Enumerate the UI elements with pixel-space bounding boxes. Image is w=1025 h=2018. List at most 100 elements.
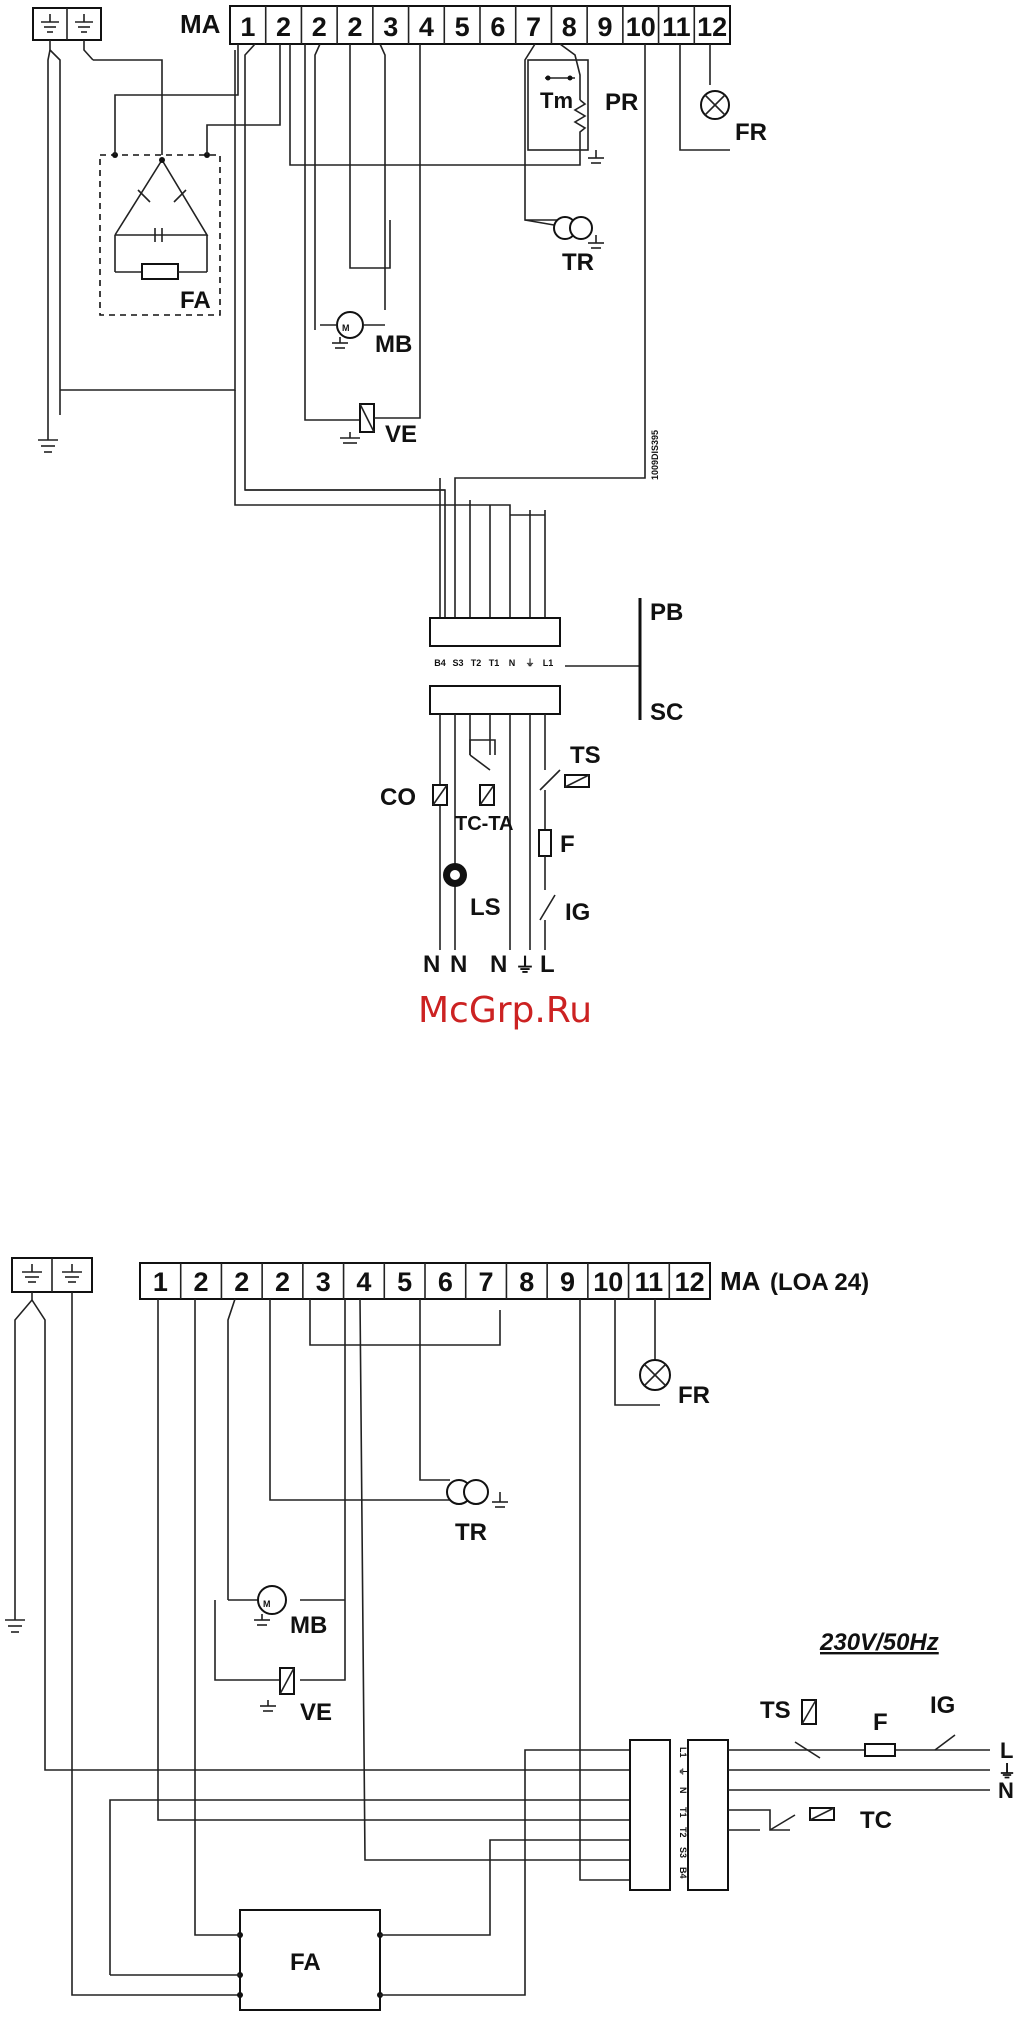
terminal-number: 6 bbox=[490, 12, 505, 42]
model-label: (LOA 24) bbox=[770, 1269, 869, 1296]
pb-label: PB bbox=[650, 599, 683, 626]
terminal-number: 10 bbox=[626, 12, 656, 42]
co-label: CO bbox=[380, 784, 416, 811]
main-switch-ig: IG bbox=[930, 1692, 955, 1750]
fa-label: FA bbox=[180, 287, 211, 314]
ground-icon bbox=[588, 235, 604, 248]
mb-label: MB bbox=[375, 331, 412, 358]
fr-label: FR bbox=[678, 1382, 710, 1409]
mb-label: MB bbox=[290, 1612, 327, 1639]
valve-ve: VE bbox=[305, 44, 420, 448]
tr-label: TR bbox=[455, 1519, 487, 1546]
diagram-code: 1009DIS395 bbox=[650, 430, 660, 480]
ls-label: LS bbox=[470, 894, 501, 921]
thermostat-tc-ta: TC-TA bbox=[455, 740, 514, 835]
connector-pin-label: B4 bbox=[678, 1867, 688, 1879]
fuse-f: F bbox=[539, 830, 575, 890]
connector-pin-label: ⏚ bbox=[678, 1767, 688, 1776]
svg-text:M: M bbox=[263, 1599, 271, 1609]
ground-icon bbox=[588, 150, 604, 163]
fr-label: FR bbox=[735, 119, 767, 146]
motor-mb: M MB bbox=[254, 1586, 327, 1639]
main-switch-ig: IG bbox=[540, 895, 590, 950]
connector-pin-label: B4 bbox=[434, 658, 446, 668]
wiring: FA bbox=[5, 1292, 660, 2010]
ig-label: IG bbox=[565, 899, 590, 926]
flame-sensor-fr: FR bbox=[680, 44, 767, 150]
flame-amplifier-fa: FA bbox=[100, 152, 220, 315]
terminal-number: 3 bbox=[383, 12, 398, 42]
flame-amplifier-fa: FA bbox=[237, 1910, 383, 2010]
terminal-number: 1 bbox=[153, 1267, 168, 1297]
thermostat-tc: TC bbox=[728, 1807, 892, 1834]
connector-pin-label: S3 bbox=[452, 658, 463, 668]
supply-label: L bbox=[1000, 1738, 1013, 1763]
connector-pin-label: T1 bbox=[489, 658, 500, 668]
terminal-number: 2 bbox=[275, 1267, 290, 1297]
connector-pin-label: L1 bbox=[678, 1747, 688, 1758]
tr-label: TR bbox=[562, 249, 594, 276]
terminal-number: 1 bbox=[240, 12, 255, 42]
terminal-number: 2 bbox=[234, 1267, 249, 1297]
terminal-number: 11 bbox=[662, 12, 691, 42]
terminal-number: 9 bbox=[597, 12, 612, 42]
terminal-number: 2 bbox=[347, 12, 362, 42]
terminal-number: 4 bbox=[419, 12, 434, 42]
terminal-number: 2 bbox=[312, 12, 327, 42]
fa-label: FA bbox=[290, 1949, 321, 1976]
tc-label: TC bbox=[860, 1807, 892, 1834]
lamp-ls: LS bbox=[443, 863, 501, 921]
f-label: F bbox=[560, 831, 575, 858]
connector-pin-label: T2 bbox=[678, 1827, 688, 1838]
supply-label: ⏚ bbox=[515, 954, 535, 977]
ground-terminal-block bbox=[12, 1258, 92, 1292]
ground-icon bbox=[492, 1492, 508, 1507]
terminal-number: 7 bbox=[526, 12, 541, 42]
connector-pin-label: N bbox=[509, 658, 516, 668]
terminal-number: 4 bbox=[356, 1267, 371, 1297]
flame-sensor-fr: FR bbox=[640, 1360, 710, 1409]
terminal-number: 5 bbox=[397, 1267, 412, 1297]
terminal-number: 12 bbox=[675, 1267, 705, 1297]
terminal-number: 5 bbox=[455, 12, 470, 42]
terminal-number: 12 bbox=[697, 12, 727, 42]
terminal-number: 3 bbox=[316, 1267, 331, 1297]
ts-label: TS bbox=[760, 1697, 791, 1724]
sc-label: SC bbox=[650, 699, 683, 726]
connector-pin-label: S3 bbox=[678, 1847, 688, 1858]
ve-label: VE bbox=[385, 421, 417, 448]
connector-pin-label: T1 bbox=[678, 1807, 688, 1818]
ve-label: VE bbox=[300, 1699, 332, 1726]
ig-label: IG bbox=[930, 1692, 955, 1719]
terminal-number: 11 bbox=[635, 1267, 664, 1297]
supply-label: N bbox=[490, 951, 507, 978]
supply-lines: TS F IG TC L ⏚ N bbox=[728, 1692, 1016, 1834]
fuse-f: F bbox=[865, 1709, 895, 1756]
counter-co: CO bbox=[380, 784, 447, 811]
tc-ta-label: TC-TA bbox=[455, 813, 514, 835]
connector-pin-label: T2 bbox=[471, 658, 482, 668]
ts-label: TS bbox=[570, 742, 601, 769]
voltage-label: 230V/50Hz bbox=[819, 1629, 939, 1656]
ignition-transformer-tr: TR bbox=[525, 217, 604, 276]
valve-ve: VE bbox=[260, 1668, 332, 1726]
terminal-number: 7 bbox=[479, 1267, 494, 1297]
connector-pin-label: ⏚ bbox=[525, 658, 534, 668]
safety-thermostat-ts: TS bbox=[540, 742, 601, 830]
supply-label: N bbox=[423, 951, 440, 978]
terminal-number: 2 bbox=[194, 1267, 209, 1297]
ma-strip-label: MA bbox=[720, 1266, 761, 1296]
connector-pin-label: N bbox=[678, 1787, 688, 1794]
supply-label: N bbox=[998, 1778, 1014, 1803]
watermark: McGrp.Ru bbox=[418, 990, 592, 1031]
terminal-number: 9 bbox=[560, 1267, 575, 1297]
terminal-number: 2 bbox=[276, 12, 291, 42]
f-label: F bbox=[873, 1709, 888, 1736]
